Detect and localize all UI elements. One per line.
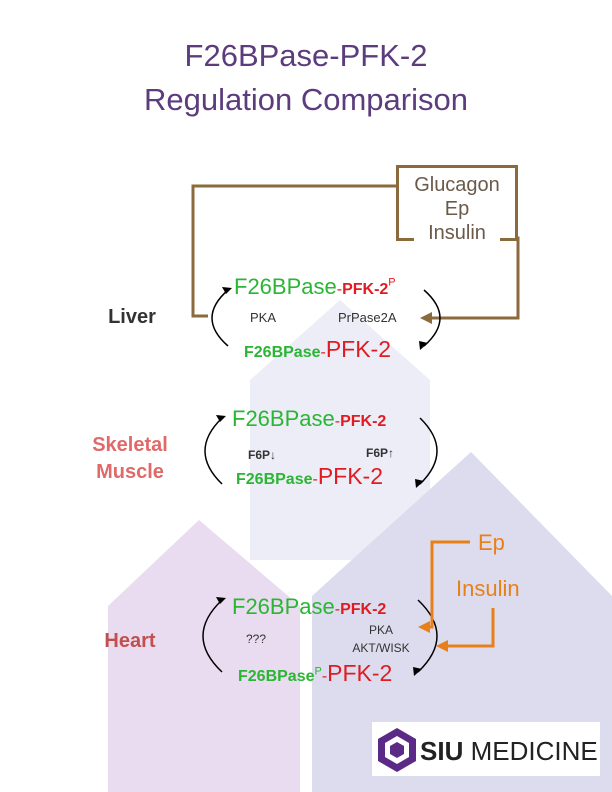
page-title-line1: F26BPase-PFK-2 [184, 38, 428, 73]
pfk2-text: PFK-2 [340, 601, 387, 618]
pfk2-text: PFK-2 [340, 413, 387, 430]
ep-label: Ep [444, 198, 470, 220]
f26bpase-text: F26BPase [238, 668, 315, 685]
skeletal-muscle-label: Skeletal Muscle [92, 434, 168, 483]
muscle-top-complex: F26BPase-PFK-2 [232, 406, 387, 431]
pfk2-text: PFK-2 [325, 336, 392, 362]
f6p-up-label: F6P↑ [366, 446, 395, 460]
heart-top-complex: F26BPase-PFK-2 [232, 594, 387, 619]
liver-top-complex: F26BPase-PFK-2P [234, 274, 396, 299]
heart-bottom-complex: F26BPaseP-PFK-2 [238, 660, 393, 686]
f6p-down-label: F6P↓ [248, 448, 277, 462]
f26bpase-text: F26BPase [236, 471, 313, 488]
prpase2a-label: PrPase2A [338, 310, 397, 325]
pka-label: PKA [250, 310, 277, 325]
f26bpase-text: F26BPase [232, 406, 335, 431]
muscle-bottom-complex: F26BPase-PFK-2 [236, 463, 384, 489]
phospho-sup: P [314, 665, 322, 678]
glucagon-label: Glucagon [414, 174, 500, 196]
heart-right-bracket [417, 599, 438, 673]
heart-insulin-label: Insulin [456, 576, 520, 601]
liver-right-bracket [423, 289, 441, 347]
f26bpase-text: F26BPase [234, 274, 337, 299]
muscle-left-bracket [204, 417, 223, 485]
liver-bottom-complex: F26BPase-PFK-2 [244, 336, 392, 362]
insulin-label: Insulin [414, 222, 500, 244]
liver-left-bracket [211, 289, 229, 347]
logo-wordmark: SIU MEDICINE [420, 736, 598, 766]
muscle-right-bracket [419, 417, 438, 485]
siu-medicine-logo [372, 722, 600, 776]
f26bpase-text: F26BPase [244, 344, 321, 361]
pfk2-text: PFK-2 [342, 281, 389, 298]
siu-logo-icon [378, 728, 416, 772]
phospho-sup: P [388, 276, 396, 289]
bg-shape-lavender [312, 452, 612, 792]
liver-label: Liver [108, 306, 156, 328]
unknown-kinase-label: ??? [246, 632, 267, 646]
heart-left-bracket [202, 599, 223, 673]
page-title-line2: Regulation Comparison [144, 82, 468, 117]
heart-enzyme-labels: PKA AKT/WISK [352, 623, 410, 655]
heart-ep-label: Ep [478, 530, 505, 555]
bg-shape-purple [108, 520, 300, 792]
liver-arrowhead [420, 312, 432, 324]
bg-shape-lavender-tall [250, 300, 430, 560]
f26bpase-text: F26BPase [232, 594, 335, 619]
heart-label: Heart [104, 630, 156, 652]
pfk2-text: PFK-2 [327, 660, 393, 686]
pfk2-text: PFK-2 [317, 463, 384, 489]
